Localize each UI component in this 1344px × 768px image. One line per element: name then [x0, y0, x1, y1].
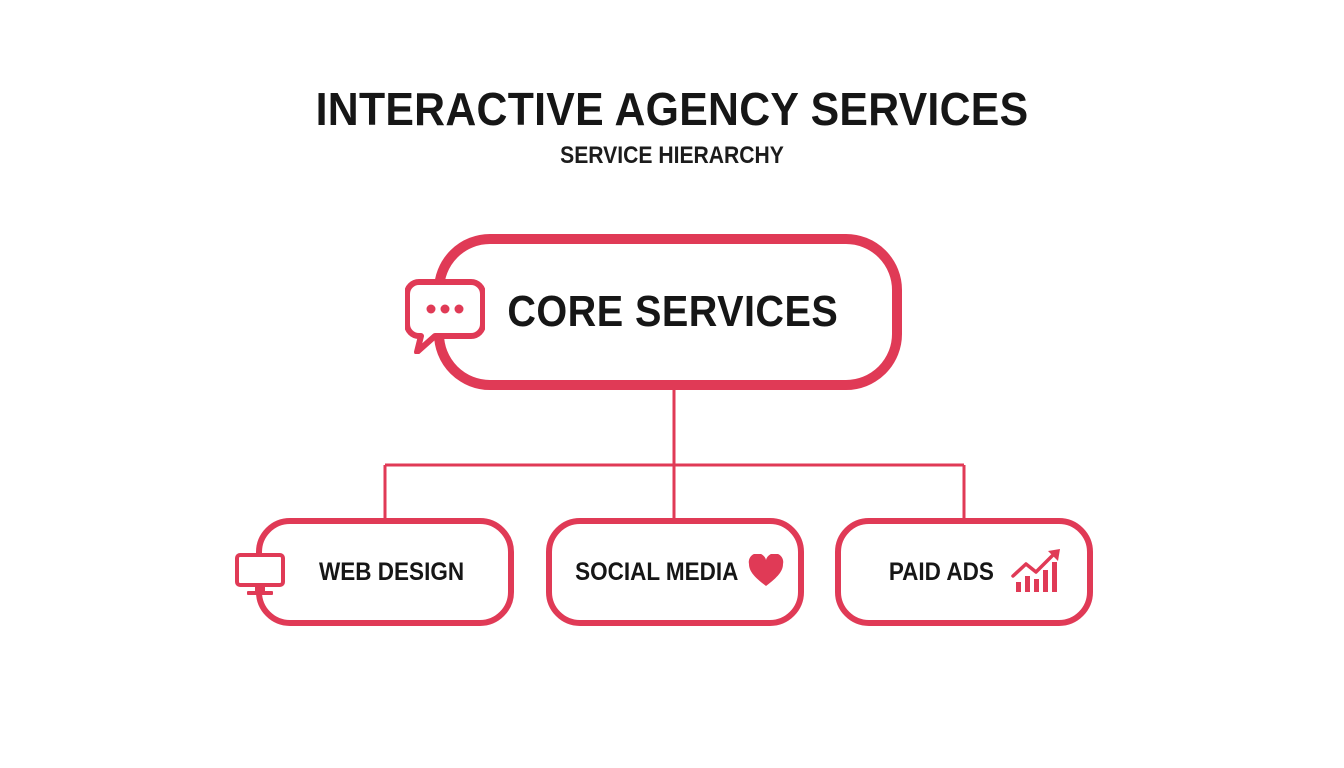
page-title: INTERACTIVE AGENCY SERVICES — [315, 83, 1029, 135]
heart-icon — [748, 554, 784, 586]
social-media-label: SOCIAL MEDIA — [575, 557, 739, 586]
page-subtitle: SERVICE HIERARCHY — [560, 142, 784, 169]
bar-chart-trend-icon — [1011, 549, 1060, 592]
core-services-node[interactable]: CORE SERVICES — [434, 234, 902, 390]
web-design-label: WEB DESIGN — [319, 557, 465, 586]
monitor-icon — [235, 553, 285, 595]
paid-ads-label: PAID ADS — [888, 557, 994, 586]
chat-bubble-icon — [405, 279, 485, 354]
paid-ads-node[interactable]: PAID ADS — [835, 518, 1093, 626]
core-services-label: CORE SERVICES — [507, 287, 839, 336]
web-design-node[interactable]: WEB DESIGN — [256, 518, 514, 626]
